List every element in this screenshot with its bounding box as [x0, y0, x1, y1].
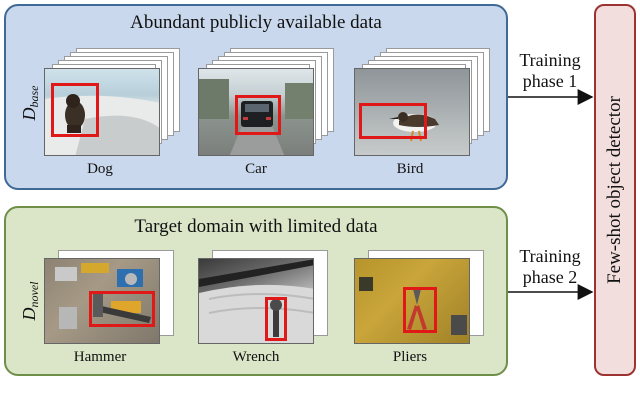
car-bounding-box [235, 95, 281, 135]
domain-symbol: D [19, 107, 39, 121]
wrench-bounding-box [265, 297, 287, 341]
bird-bounding-box [359, 103, 427, 139]
phase-2-line2: phase 2 [522, 267, 578, 287]
car-caption: Car [245, 161, 267, 177]
car-image-stack [198, 48, 334, 156]
base-domain-label: Dbase [18, 68, 41, 138]
phase-2-label: Training phase 2 [510, 246, 590, 288]
wrench-photo [198, 258, 314, 344]
bird-photo [354, 68, 470, 156]
phase-1-line1: Training [519, 50, 581, 70]
car-photo [198, 68, 314, 156]
dog-photo [44, 68, 160, 156]
pliers-photo [354, 258, 470, 344]
wrench-caption: Wrench [232, 349, 280, 365]
phase-1-label: Training phase 1 [510, 50, 590, 92]
dog-image-stack [44, 48, 180, 156]
dog-caption: Dog [87, 161, 113, 177]
bird-image-stack [354, 48, 490, 156]
hammer-bounding-box [89, 291, 155, 327]
pliers-caption: Pliers [392, 349, 428, 365]
hammer-photo [44, 258, 160, 344]
phase-2-line1: Training [519, 246, 581, 266]
novel-domain-label: Dnovel [18, 266, 41, 336]
detector-label: Few-shot object detector [604, 96, 625, 284]
novel-panel-title: Target domain with limited data [134, 216, 378, 237]
domain-symbol: D [19, 307, 39, 321]
hammer-image-stack [44, 250, 180, 344]
bird-caption: Bird [396, 161, 424, 177]
dog-bounding-box [51, 83, 99, 137]
hammer-caption: Hammer [73, 349, 127, 365]
domain-subscript: base [27, 85, 41, 108]
few-shot-detector-box [594, 4, 636, 376]
pliers-bounding-box [403, 287, 437, 333]
wrench-image-stack [198, 250, 334, 344]
domain-subscript: novel [27, 281, 41, 308]
phase-1-line2: phase 1 [522, 71, 578, 91]
pliers-image-stack [354, 250, 490, 344]
base-panel-title: Abundant publicly available data [130, 12, 382, 33]
